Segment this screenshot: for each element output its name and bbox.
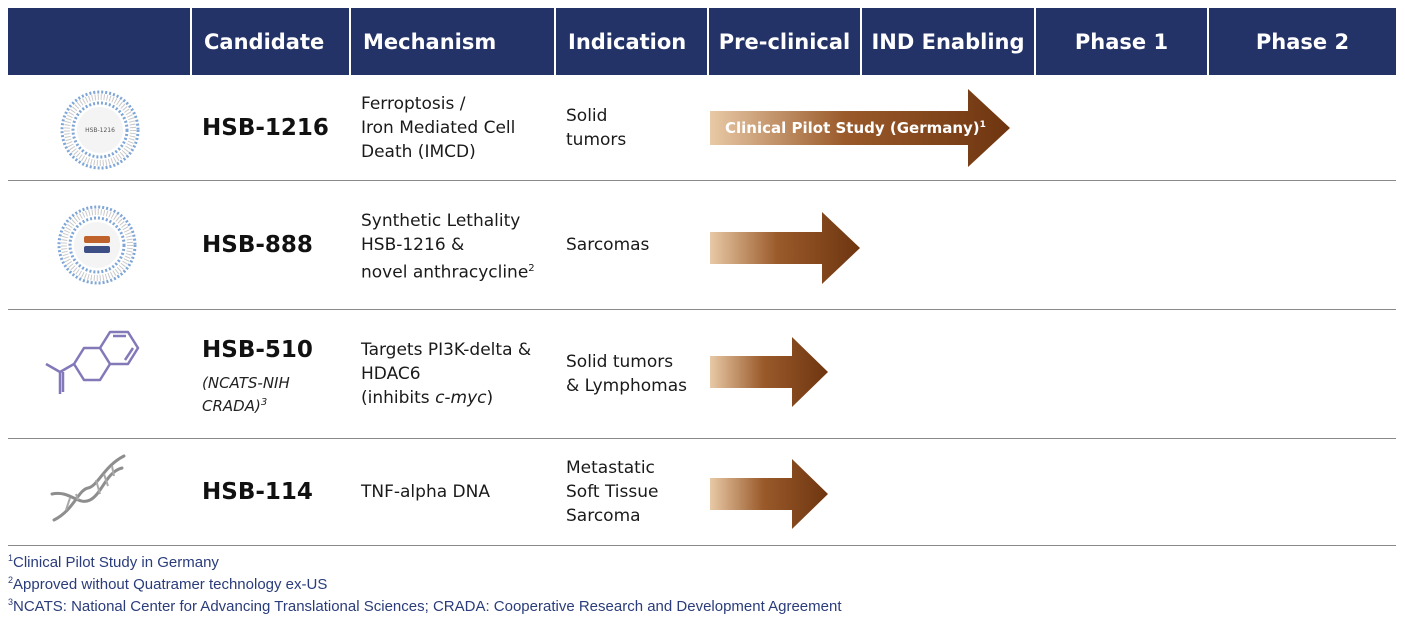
row-divider [8,438,1396,439]
indication-text: Sarcomas [566,235,650,255]
indication-text: Solid tumors [566,106,627,150]
header-phase2: Phase 2 [1207,8,1396,75]
header-indication: Indication [554,8,707,75]
indication-text: Metastatic Soft Tissue Sarcoma [566,458,659,526]
pipeline-table-header: Candidate Mechanism Indication Pre-clini… [8,8,1396,75]
mechanism-text: Ferroptosis / Iron Mediated Cell Death (… [361,94,516,162]
nanoparticle-combo-icon [57,205,137,285]
header-ind-enabling: IND Enabling [860,8,1034,75]
dna-helix-icon [50,454,126,522]
mechanism-text: TNF-alpha DNA [361,482,490,502]
candidate-name: HSB-888 [202,232,313,258]
row-divider [8,545,1396,546]
progress-arrow [710,89,1010,167]
candidate-name: HSB-510 [202,337,313,363]
progress-arrow [710,459,828,529]
candidate-subtitle: (NCATS-NIH CRADA)3 [202,374,290,415]
footnote: 3NCATS: National Center for Advancing Tr… [8,597,842,615]
candidate-name: HSB-1216 [202,115,329,141]
molecule-structure-icon [45,330,140,394]
nanoparticle-icon: HSB-1216 [60,90,140,170]
header-blank [8,8,190,75]
candidate-name: HSB-114 [202,479,313,505]
progress-arrow [710,337,828,407]
header-mechanism: Mechanism [349,8,554,75]
row-divider [8,180,1396,181]
header-phase1: Phase 1 [1034,8,1207,75]
header-preclinical: Pre-clinical [707,8,860,75]
header-candidate: Candidate [190,8,349,75]
nanoparticle-icon-text: HSB-1216 [85,127,115,134]
progress-arrow [710,212,860,284]
footnote: 2Approved without Quatramer technology e… [8,575,328,593]
row-divider [8,309,1396,310]
arrow-label: Clinical Pilot Study (Germany)1 [725,119,986,137]
mechanism-text: Synthetic Lethality HSB-1216 & novel ant… [361,211,535,283]
indication-text: Solid tumors & Lymphomas [566,352,687,396]
mechanism-text: Targets PI3K-delta & HDAC6 (inhibits c-m… [361,340,532,408]
footnote: 1Clinical Pilot Study in Germany [8,553,219,571]
